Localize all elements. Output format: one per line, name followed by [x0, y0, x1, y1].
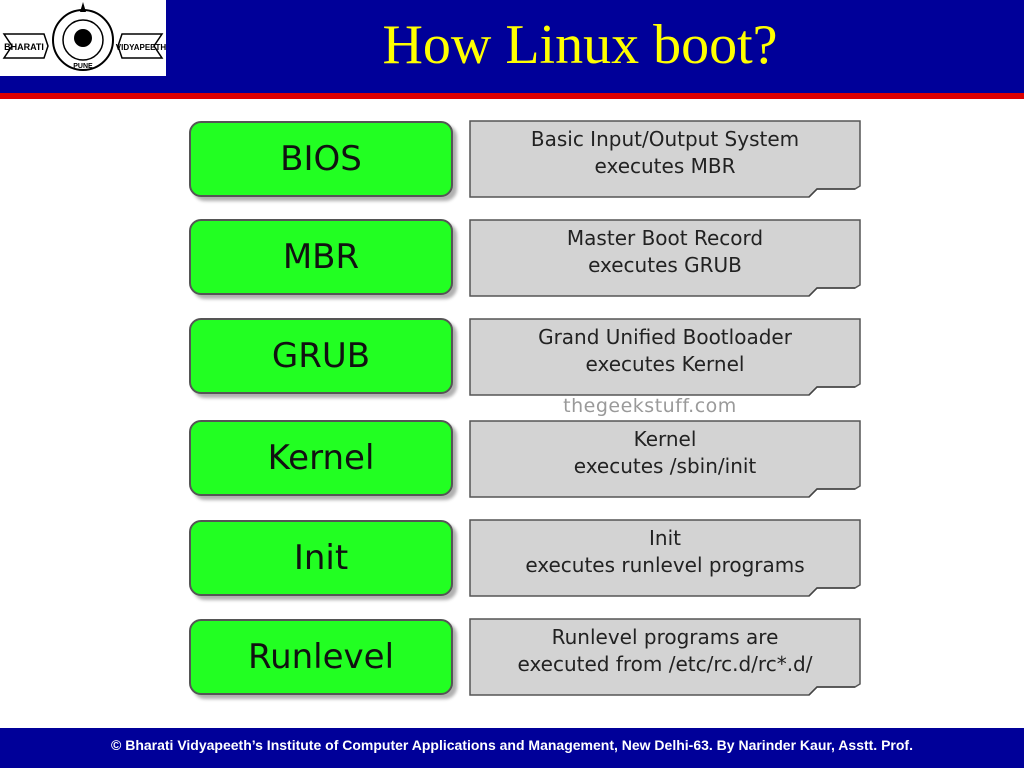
logo-text-right: VIDYAPEETH	[116, 43, 166, 52]
watermark: thegeekstuff.com	[563, 395, 737, 417]
note-runlevel-text: Runlevel programs are executed from /etc…	[517, 625, 813, 676]
stage-bios: BIOS	[189, 121, 453, 197]
stage-kernel: Kernel	[189, 420, 453, 496]
note-init: Init executes runlevel programs	[469, 519, 861, 597]
bharati-vidyapeeth-logo-icon: BHARATI VIDYAPEETH PUNE	[2, 2, 166, 71]
slide-title: How Linux boot?	[382, 14, 778, 76]
stage-mbr: MBR	[189, 219, 453, 295]
header-divider	[0, 93, 1024, 99]
institute-logo: BHARATI VIDYAPEETH PUNE	[0, 0, 166, 76]
header-band	[0, 0, 1024, 93]
note-mbr: Master Boot Record executes GRUB	[469, 219, 861, 297]
logo-text-left: BHARATI	[4, 42, 44, 52]
note-grub-text: Grand Unified Bootloader executes Kernel	[538, 325, 792, 376]
stage-grub: GRUB	[189, 318, 453, 394]
note-kernel-text: Kernel executes /sbin/init	[573, 427, 757, 478]
stage-init: Init	[189, 520, 453, 596]
logo-text-bottom: PUNE	[73, 63, 93, 70]
note-mbr-text: Master Boot Record executes GRUB	[566, 226, 764, 277]
note-init-text: Init executes runlevel programs	[525, 526, 805, 577]
note-bios: Basic Input/Output System executes MBR	[469, 120, 861, 198]
note-runlevel: Runlevel programs are executed from /etc…	[469, 618, 861, 696]
note-grub: Grand Unified Bootloader executes Kernel	[469, 318, 861, 396]
footer-copyright: © Bharati Vidyapeeth’s Institute of Comp…	[111, 737, 913, 753]
note-kernel: Kernel executes /sbin/init	[469, 420, 861, 498]
footer-band	[0, 728, 1024, 768]
stage-runlevel: Runlevel	[189, 619, 453, 695]
note-bios-text: Basic Input/Output System executes MBR	[530, 127, 800, 178]
